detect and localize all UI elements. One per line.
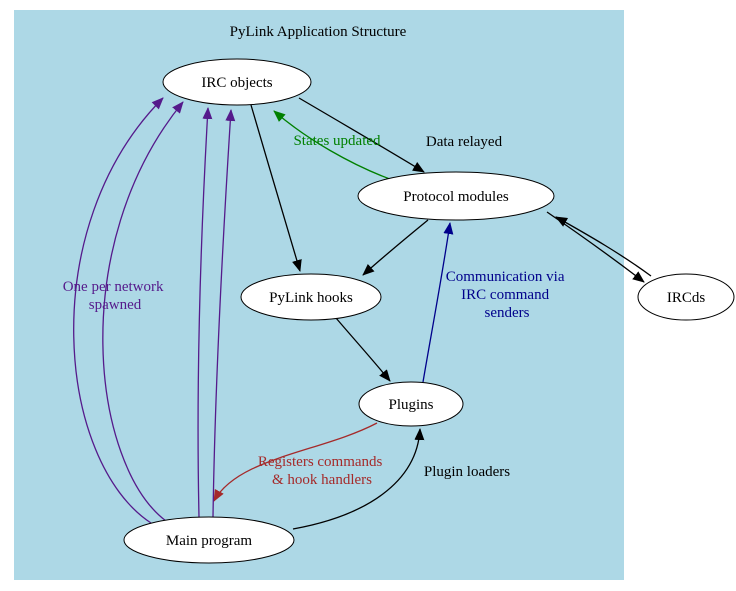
edge-irc-to-protocol (298, 97, 425, 173)
edge-label-plugin-loaders: Plugin loaders (424, 464, 510, 480)
edge-irc-to-hooks (250, 104, 302, 272)
edge-label-line: IRC command (461, 287, 549, 303)
edge-label-data-relayed: Data relayed (426, 134, 503, 150)
node-plugins-shape (358, 381, 464, 427)
edge-label-line: Communication via (446, 269, 565, 285)
edge-main-to-irc-1 (73, 97, 164, 524)
edge-labels: Data relayed States updated One per netw… (63, 133, 568, 488)
node-plugins: Plugins (358, 381, 464, 427)
edge-label-registers-commands: Registers commands & hook handlers (258, 454, 386, 488)
node-irc-objects-label: IRC objects (201, 75, 272, 91)
edge-main-to-irc-3 (197, 107, 213, 518)
node-main-program-shape (123, 516, 295, 564)
edge-label-communication: Communication via IRC command senders (446, 269, 568, 321)
diagram-title: PyLink Application Structure (230, 24, 407, 40)
node-main-program: Main program (123, 516, 295, 564)
edge-ircds-to-protocol (555, 216, 652, 277)
node-protocol-modules: Protocol modules (357, 171, 555, 221)
node-main-program-label: Main program (166, 533, 253, 549)
edge-label-line: Registers commands (258, 454, 383, 470)
node-irc-objects: IRC objects (162, 58, 312, 106)
edge-label-states-updated: States updated (293, 133, 381, 149)
edge-label-line: spawned (89, 297, 142, 313)
edge-plugins-to-main (213, 422, 378, 502)
node-pylink-hooks-label: PyLink hooks (269, 290, 353, 306)
edge-label-line: senders (485, 305, 530, 321)
nodes: IRC objects Protocol modules PyLink hook… (123, 58, 735, 564)
node-pylink-hooks: PyLink hooks (240, 273, 382, 321)
edge-main-to-plugins (292, 428, 425, 530)
edge-main-to-irc-2 (102, 101, 184, 522)
node-ircds-label: IRCds (667, 290, 706, 306)
edge-plugins-to-protocol (422, 222, 454, 383)
node-ircds: IRCds (637, 273, 735, 321)
node-irc-objects-shape (162, 58, 312, 106)
edges (73, 97, 652, 530)
node-plugins-label: Plugins (388, 397, 433, 413)
edge-protocol-to-hooks (362, 219, 429, 276)
node-pylink-hooks-shape (240, 273, 382, 321)
node-protocol-modules-label: Protocol modules (403, 189, 509, 205)
node-ircds-shape (637, 273, 735, 321)
edge-label-one-per-network: One per network spawned (63, 279, 168, 313)
node-protocol-modules-shape (357, 171, 555, 221)
edge-protocol-to-irc (273, 110, 399, 183)
edge-hooks-to-plugins (335, 317, 391, 382)
edge-main-to-irc-4 (212, 109, 236, 518)
edge-label-line: & hook handlers (272, 472, 372, 488)
edge-label-line: One per network (63, 279, 164, 295)
